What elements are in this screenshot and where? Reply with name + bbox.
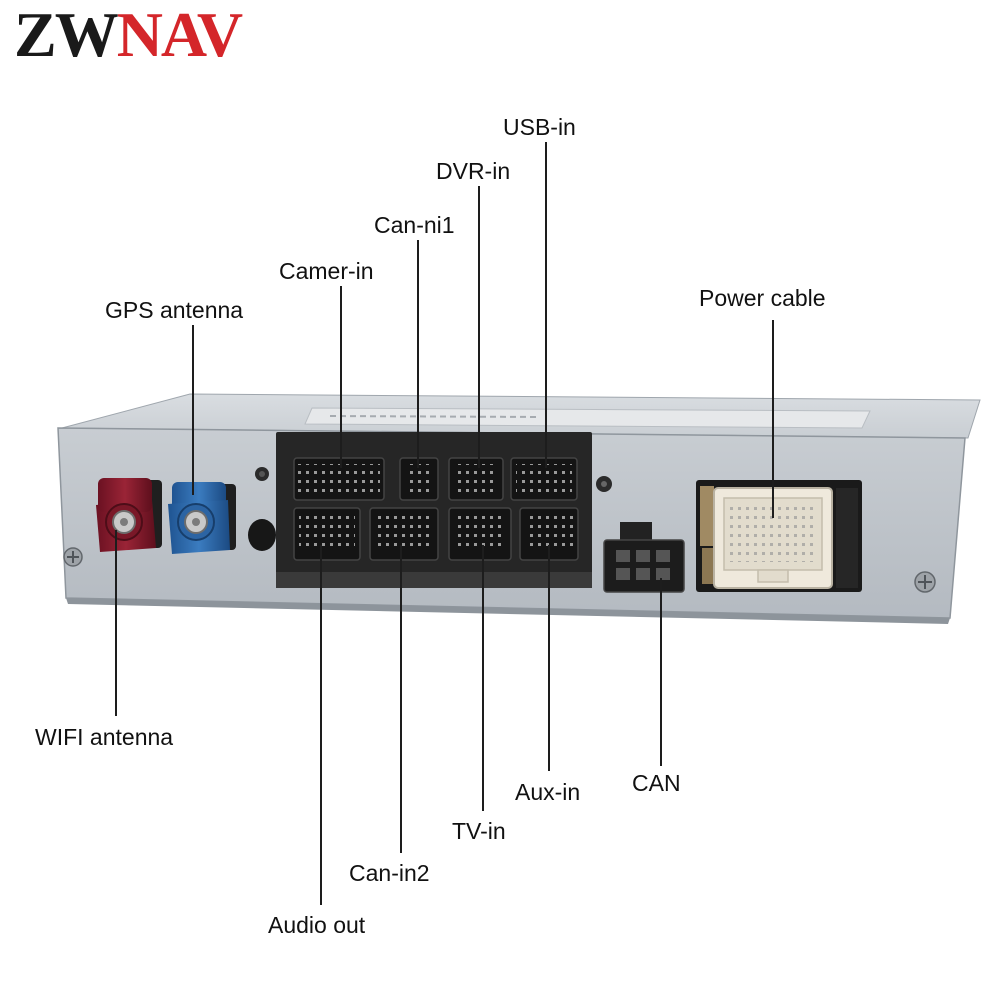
label-audio-out: Audio out <box>268 912 366 938</box>
label-power-cable: Power cable <box>699 285 826 311</box>
black-knob <box>248 467 276 551</box>
label-tv-in: TV-in <box>452 818 506 844</box>
logo-part-red: NAV <box>116 0 243 70</box>
leader-audio-out <box>320 545 322 905</box>
leader-usb-in <box>545 142 547 468</box>
label-usb-in: USB-in <box>503 114 576 140</box>
label-dvr-in: DVR-in <box>436 158 511 184</box>
screw-block-right <box>596 476 612 492</box>
label-aux-in: Aux-in <box>515 779 581 805</box>
leader-can-in2 <box>400 545 402 853</box>
leader-can <box>660 578 662 766</box>
main-connector-block <box>276 432 592 588</box>
leader-tv-in <box>482 545 484 811</box>
leader-gps-antenna <box>192 325 194 495</box>
leader-dvr-in <box>478 186 480 468</box>
label-wifi-antenna: WIFI antenna <box>35 724 174 750</box>
label-camer-in: Camer-in <box>279 258 374 284</box>
leader-aux-in <box>548 545 550 771</box>
screw-left <box>63 547 83 567</box>
logo-part-dark: ZW <box>14 0 119 70</box>
brand-logo: ZWNAV <box>14 0 243 70</box>
label-can: CAN <box>632 770 681 796</box>
leader-power-cable <box>772 320 774 518</box>
can-connector <box>603 522 685 593</box>
gps-antenna-connector <box>168 482 236 554</box>
leader-can-ni1 <box>417 240 419 468</box>
housing-bottom-edge <box>66 598 950 624</box>
leader-wifi-antenna <box>115 530 117 716</box>
leader-camer-in <box>340 286 342 468</box>
label-can-ni1: Can-ni1 <box>374 212 455 238</box>
label-can-in2: Can-in2 <box>349 860 430 886</box>
label-gps-antenna: GPS antenna <box>105 297 244 323</box>
housing-sticker <box>304 407 871 429</box>
wifi-antenna-connector <box>96 478 162 552</box>
screw-right <box>914 571 936 593</box>
power-cable-connector <box>696 480 862 592</box>
